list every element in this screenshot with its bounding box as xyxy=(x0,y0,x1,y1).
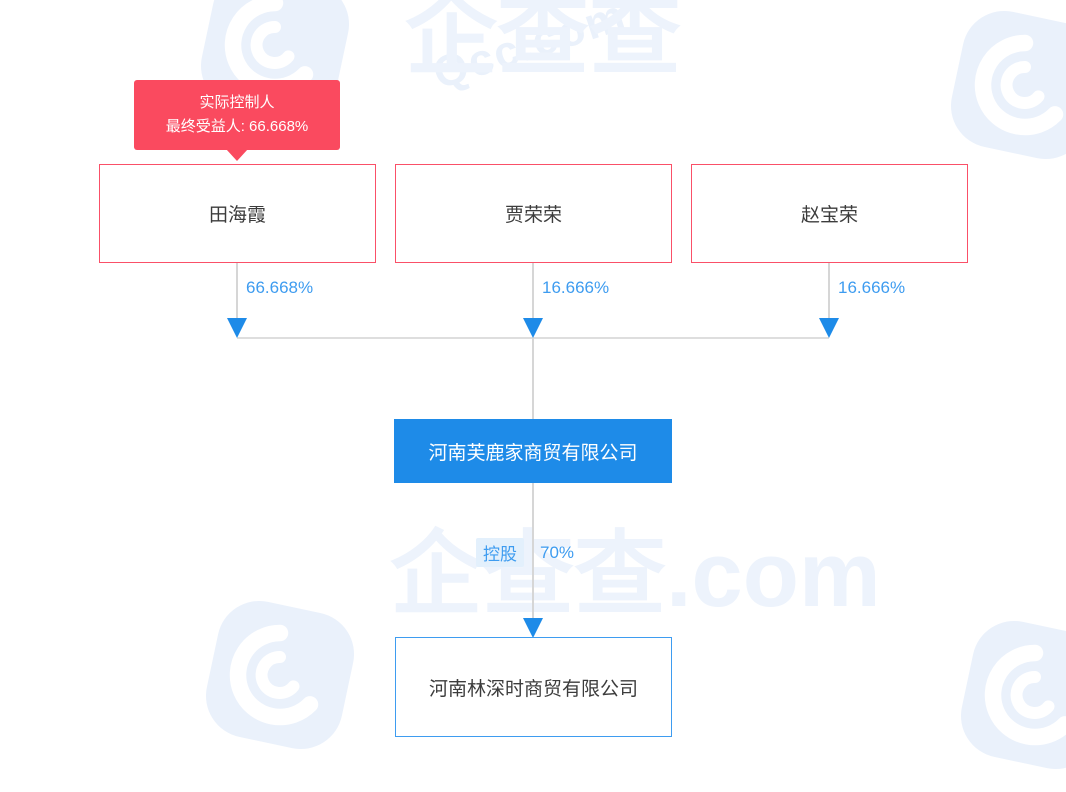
final-beneficiary-text: 最终受益人: 66.668% xyxy=(165,118,309,135)
subsidiary-percent: 70% xyxy=(540,542,575,562)
subsidiary-company-node[interactable]: 河南林深时商贸有限公司 xyxy=(395,637,672,737)
actual-controller-badge[interactable]: 实际控制人 最终受益人: 66.668% xyxy=(134,80,340,161)
shareholder-node-3[interactable]: 赵宝荣 xyxy=(691,164,968,263)
shareholder-node-1[interactable]: 田海霞 xyxy=(99,164,376,263)
main-company-name: 河南芙鹿家商贸有限公司 xyxy=(428,442,638,464)
ownership-percent-label-2[interactable]: 16.666% xyxy=(542,278,610,297)
shareholder-name: 赵宝荣 xyxy=(800,205,858,226)
subsidiary-edge-label[interactable]: 控股 70% xyxy=(476,538,574,567)
shareholder-name: 贾荣荣 xyxy=(504,205,562,226)
ownership-percent-label-1[interactable]: 66.668% xyxy=(246,278,314,297)
ownership-percent-label-3[interactable]: 16.666% xyxy=(838,278,906,297)
shareholder-name: 田海霞 xyxy=(208,205,266,226)
shareholder-node-2[interactable]: 贾荣荣 xyxy=(395,164,672,263)
actual-controller-title: 实际控制人 xyxy=(199,94,275,111)
badge-pointer-icon xyxy=(226,149,248,161)
main-company-node[interactable]: 河南芙鹿家商贸有限公司 xyxy=(394,419,672,483)
subsidiary-company-name: 河南林深时商贸有限公司 xyxy=(428,678,638,700)
relation-tag: 控股 xyxy=(476,538,524,567)
